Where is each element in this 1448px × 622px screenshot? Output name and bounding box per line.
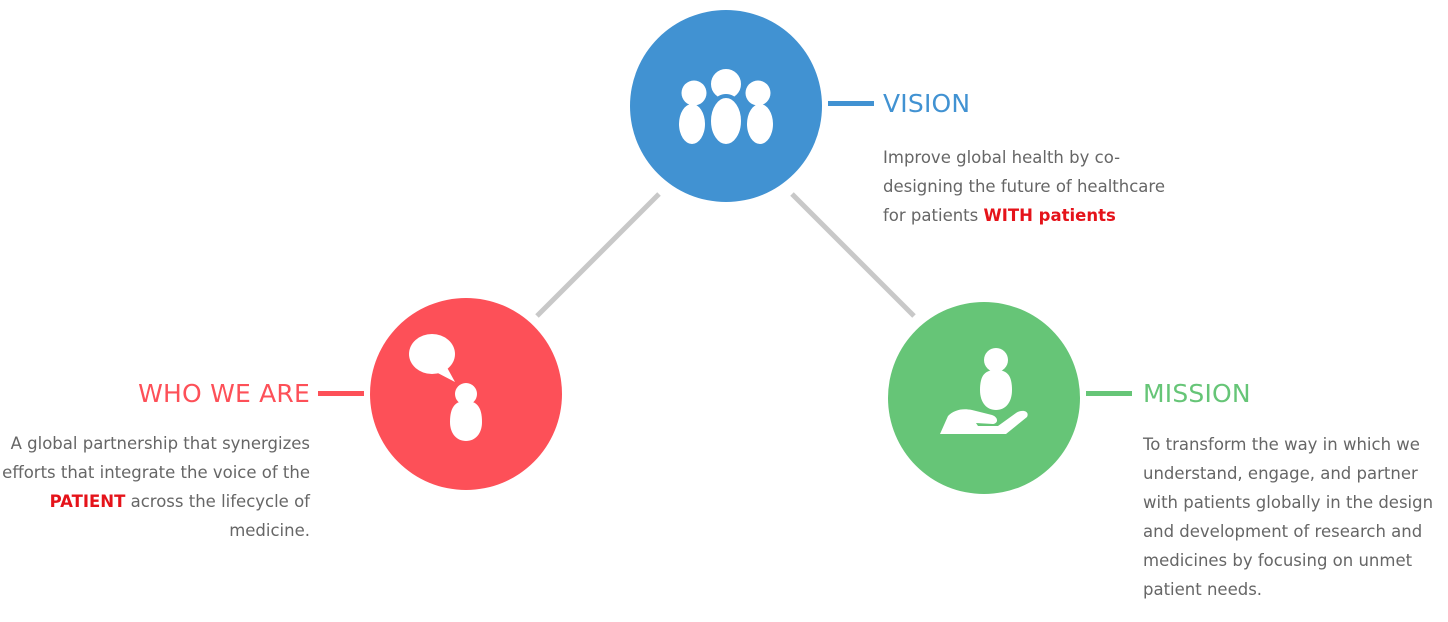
vision-description-text: Improve global health by co-designing th…: [883, 148, 1165, 225]
who-we-are-description: A global partnership that synergizes eff…: [0, 429, 310, 545]
vision-accent-bar: [828, 101, 874, 106]
vision-heading: VISION: [883, 89, 971, 118]
who-we-are-highlight: PATIENT: [49, 492, 126, 511]
who-we-are-heading: WHO WE ARE: [138, 379, 310, 408]
mission-description: To transform the way in which we underst…: [1143, 435, 1434, 599]
connector-vision-mission: [790, 192, 916, 318]
who-we-are-circle: [370, 298, 562, 490]
vision-description: Improve global health by co-designing th…: [883, 143, 1173, 230]
vision-circle: [630, 10, 822, 202]
who-we-are-description-text: A global partnership that synergizes eff…: [2, 434, 310, 482]
hand-holding-person-icon: [940, 348, 1028, 434]
speech-bubble-person-icon: [409, 334, 482, 441]
who-we-are-accent-bar: [318, 391, 364, 396]
who-we-are-description-end: across the lifecycle of medicine.: [125, 492, 310, 540]
connector-vision-who: [535, 192, 661, 318]
mission-heading: MISSION: [1143, 379, 1251, 408]
mission-accent-bar: [1086, 391, 1132, 396]
vision-highlight: WITH patients: [983, 206, 1116, 225]
mission-circle: [888, 302, 1080, 494]
group-of-people-icon: [679, 65, 773, 148]
